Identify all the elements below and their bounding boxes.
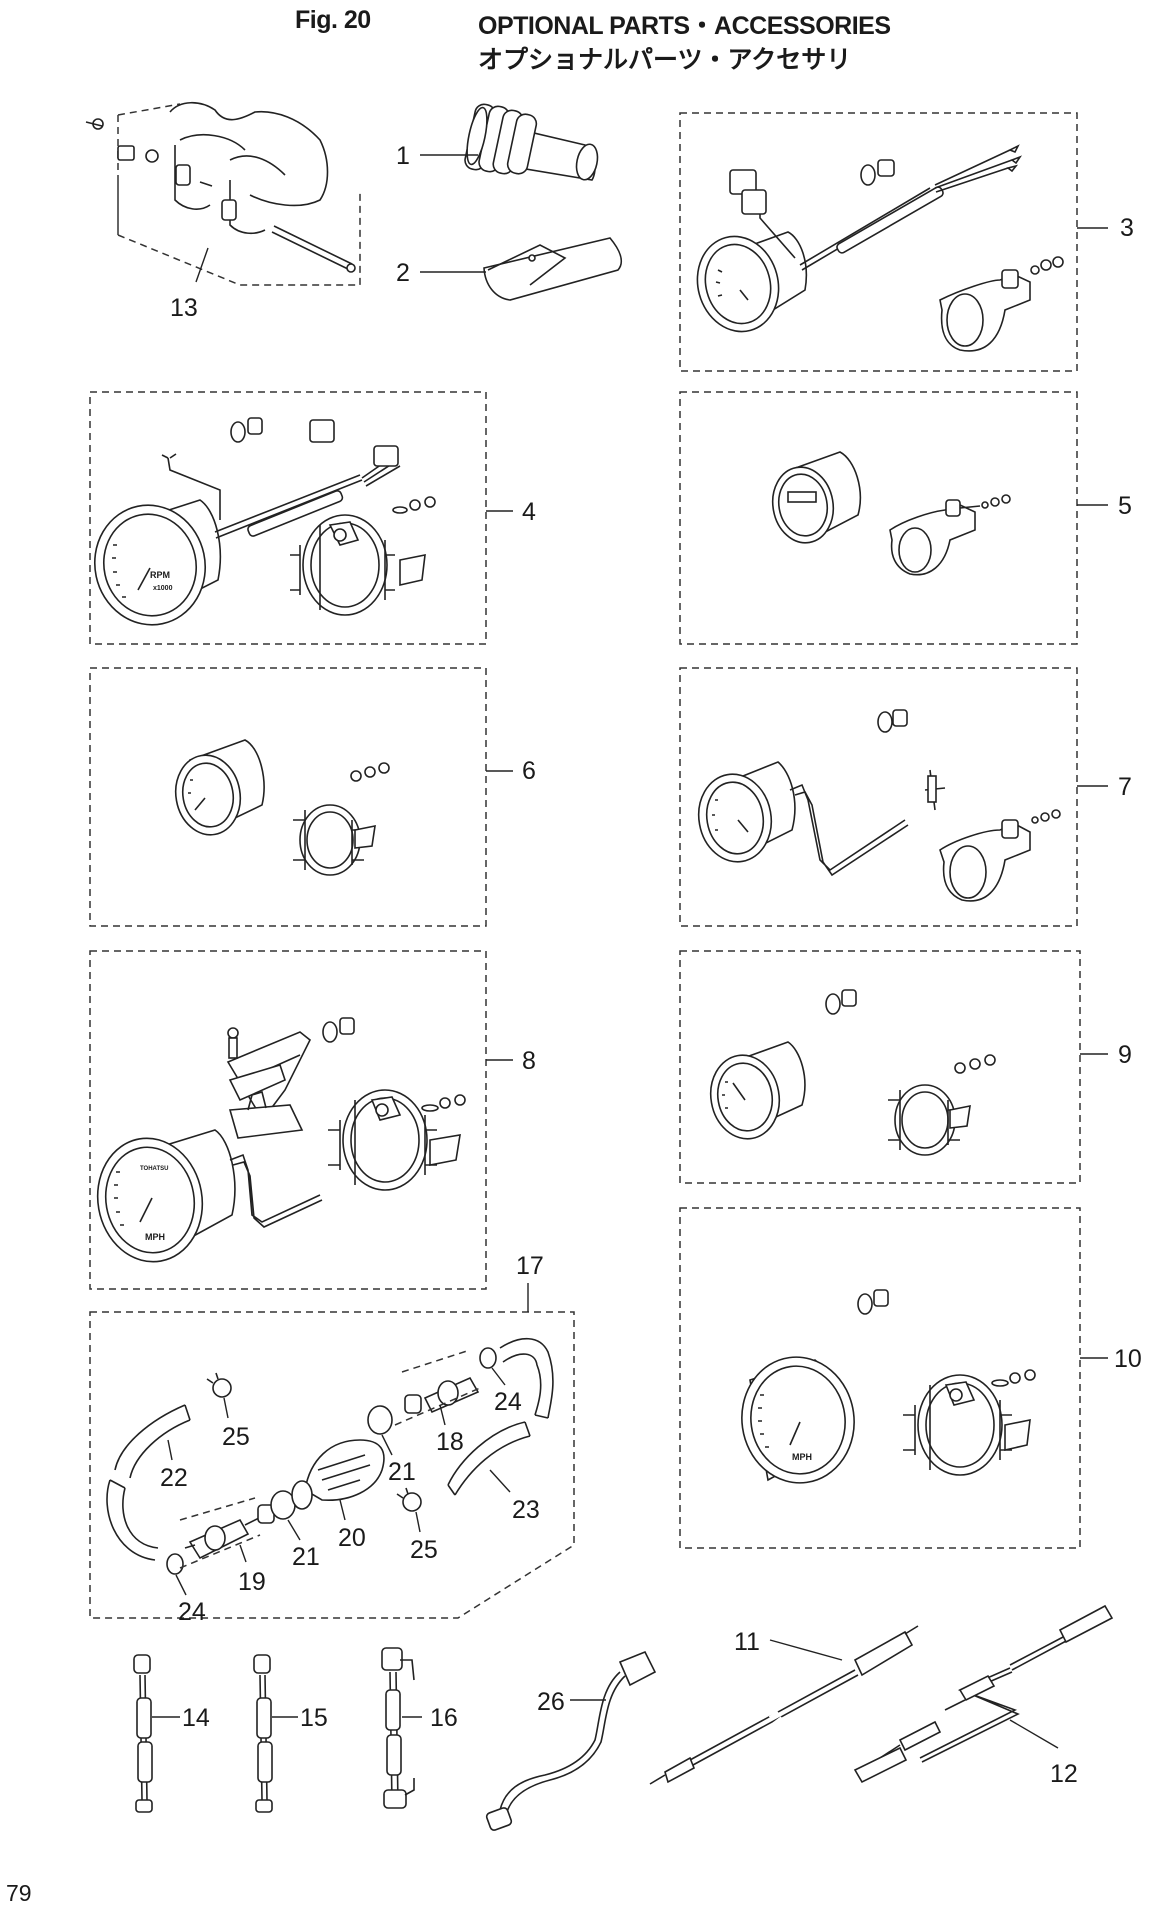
part-26-wiring-harness (485, 1650, 657, 1831)
callout-24a: 24 (178, 1598, 206, 1626)
part-6-small-gauge-kit (174, 739, 390, 876)
box-part-4 (89, 391, 487, 645)
callout-3: 3 (1120, 214, 1134, 242)
callout-25b: 25 (410, 1536, 438, 1564)
callout-21a: 21 (292, 1543, 320, 1571)
callout-24b: 24 (494, 1388, 522, 1416)
callout-22: 22 (160, 1464, 188, 1492)
part-9-small-gauge-kit (709, 989, 996, 1156)
callout-26: 26 (537, 1688, 565, 1716)
box-part-17 (89, 1311, 575, 1619)
callout-6: 6 (522, 757, 536, 785)
callout-18: 18 (436, 1428, 464, 1456)
callout-13: 13 (170, 294, 198, 322)
part-7-pressure-gauge-kit (697, 709, 1061, 902)
part-10-speedometer-kit: MPH (741, 1289, 1036, 1484)
part-14-wire-lead (133, 1654, 153, 1813)
part-4-tachometer-kit: RPM x1000 (93, 417, 436, 626)
part-8-speedometer-kit: TOHATSU MPH (96, 1017, 466, 1263)
gauge-face-rpm: RPM (150, 570, 170, 580)
callout-8: 8 (522, 1047, 536, 1075)
box-part-5 (679, 391, 1078, 645)
part-15-wire-lead (253, 1654, 273, 1813)
box-part-3 (679, 112, 1078, 372)
box-part-8 (89, 950, 487, 1290)
figure-title-japanese: オプショナルパーツ・アクセサリ (478, 45, 852, 74)
part-5-hour-meter-kit (771, 451, 1011, 576)
part-13-mount-assembly (85, 101, 361, 286)
gauge-face-mph: MPH (145, 1232, 165, 1242)
gauge-face-rpm-scale: x1000 (153, 585, 173, 592)
callout-25a: 25 (222, 1423, 250, 1451)
part-17-fuel-line-kit (106, 1337, 554, 1575)
box-part-6 (89, 667, 487, 927)
callout-23: 23 (512, 1496, 540, 1524)
callout-19: 19 (238, 1568, 266, 1596)
callout-15: 15 (300, 1704, 328, 1732)
callout-11: 11 (734, 1628, 760, 1656)
callout-9: 9 (1118, 1041, 1132, 1069)
callout-7: 7 (1118, 773, 1132, 801)
figure-number: Fig. 20 (295, 6, 371, 34)
part-16-wire-lead (381, 1647, 415, 1809)
callout-16: 16 (430, 1704, 458, 1732)
gauge-face-tohatsu: TOHATSU (140, 1166, 168, 1172)
callout-5: 5 (1118, 492, 1132, 520)
callout-21b: 21 (388, 1458, 416, 1486)
callout-12: 12 (1050, 1760, 1078, 1788)
callout-20: 20 (338, 1524, 366, 1552)
part-2-tool-bag (483, 237, 622, 301)
part-1-hose-fitting (464, 103, 599, 181)
callout-10: 10 (1114, 1345, 1142, 1373)
callout-17: 17 (516, 1252, 544, 1280)
part-12-dual-sensor (853, 1604, 1114, 1784)
box-part-10 (679, 1207, 1081, 1549)
figure-title-english: OPTIONAL PARTS・ACCESSORIES (478, 12, 891, 40)
callout-14: 14 (182, 1704, 210, 1732)
page-number: 79 (6, 1880, 32, 1906)
callout-4: 4 (522, 498, 536, 526)
box-part-9 (679, 950, 1081, 1184)
gauge-face-mph-small: MPH (792, 1452, 812, 1462)
callout-2: 2 (396, 259, 410, 287)
part-3-small-gauge-kit (696, 144, 1064, 352)
box-part-7 (679, 667, 1078, 927)
part-11-sensor-probe (649, 1625, 919, 1785)
callout-1: 1 (396, 142, 410, 170)
